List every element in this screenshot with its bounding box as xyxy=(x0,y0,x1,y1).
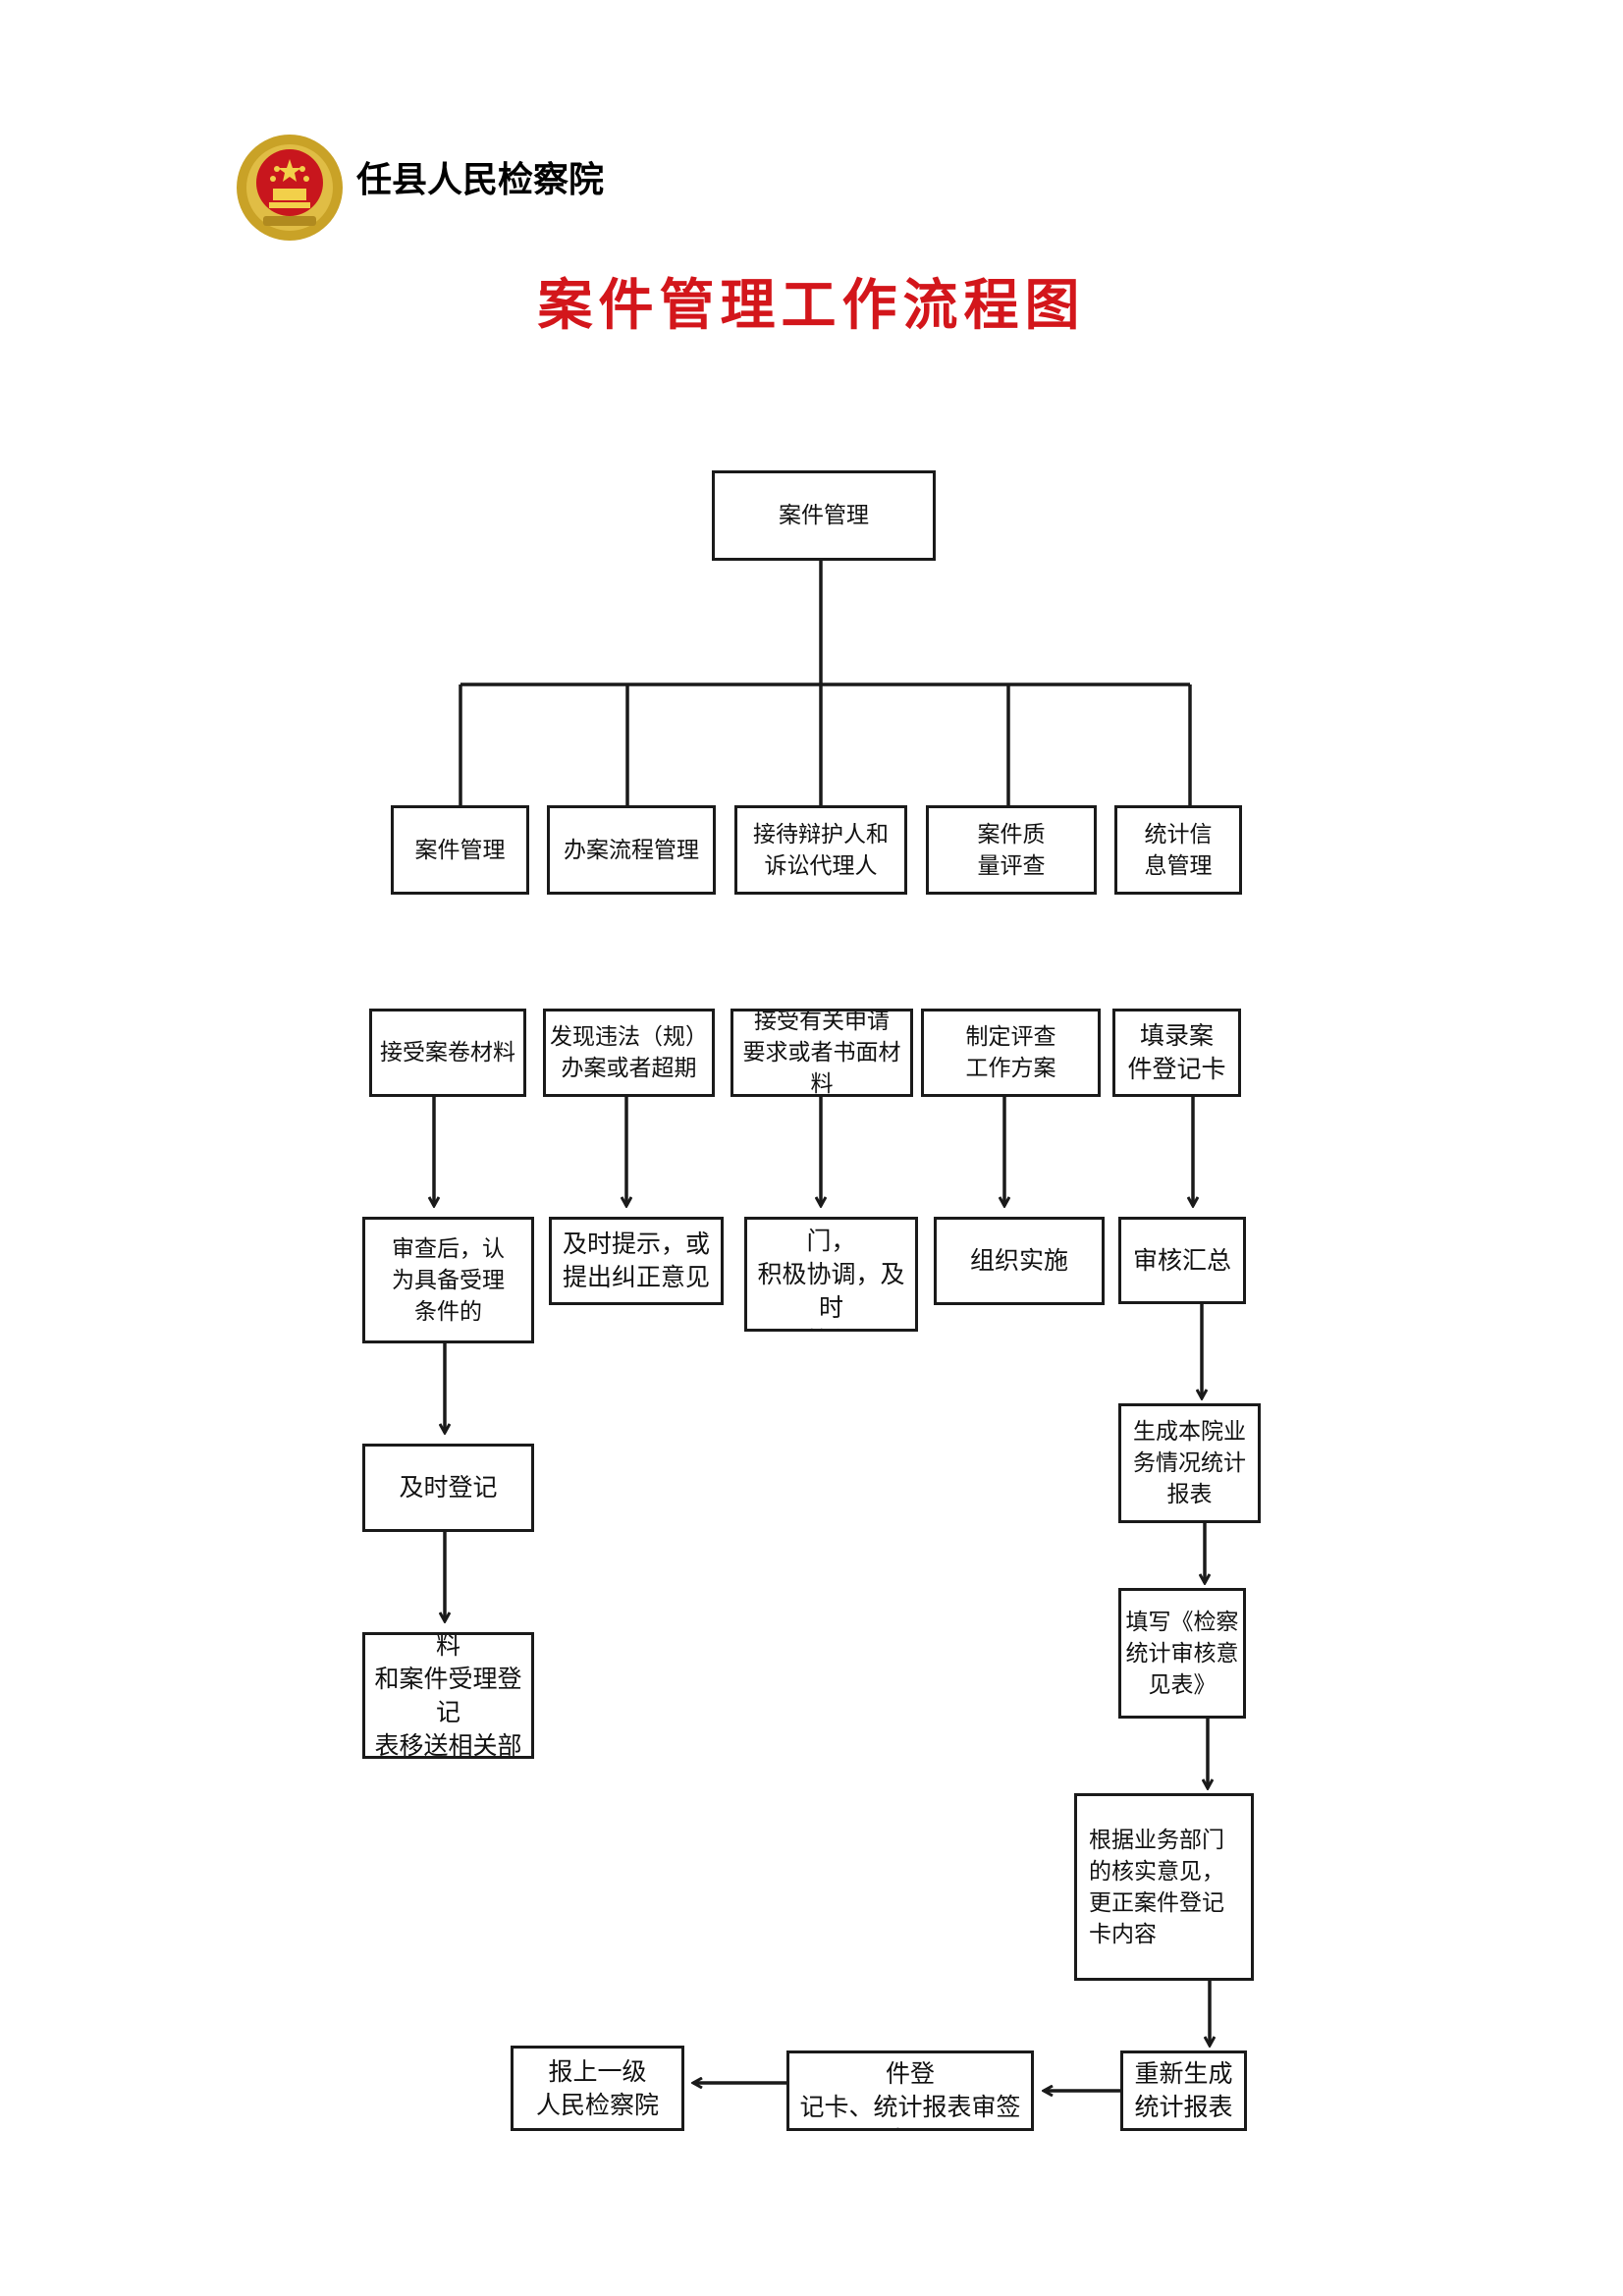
node-category-5: 统计信息管理 xyxy=(1114,805,1242,895)
node-category-1: 案件管理 xyxy=(391,805,529,895)
node-c4-1: 制定评查工作方案 xyxy=(921,1009,1101,1097)
node-bottom-2: 报上一级人民检察院 xyxy=(511,2046,684,2131)
node-c3-2: 联系办案部门，积极协调，及时答复 xyxy=(744,1217,918,1332)
node-c1-3: 及时登记 xyxy=(362,1444,534,1532)
node-c5-6: 重新生成统计报表 xyxy=(1120,2050,1247,2131)
node-c2-2: 及时提示，或提出纠正意见 xyxy=(549,1217,724,1305)
node-c5-5: 根据业务部门的核实意见，更正案件登记卡内容 xyxy=(1074,1793,1254,1981)
node-category-2: 办案流程管理 xyxy=(547,805,716,895)
procuratorate-emblem-icon xyxy=(237,135,343,241)
page-title: 案件管理工作流程图 xyxy=(537,274,1086,338)
node-c1-1: 接受案卷材料 xyxy=(369,1009,526,1097)
node-c5-3: 生成本院业务情况统计报表 xyxy=(1118,1403,1261,1523)
node-c3-1: 接受有关申请要求或者书面材料 xyxy=(730,1009,913,1097)
org-name: 任县人民检察院 xyxy=(356,159,605,200)
node-c2-1: 发现违法（规）办案或者超期 xyxy=(543,1009,715,1097)
node-c1-4: 立即将案卷材料和案件受理登记表移送相关部门 xyxy=(362,1632,534,1759)
node-c1-2: 审查后，认为具备受理条件的 xyxy=(362,1217,534,1343)
node-c5-4: 填写《检察统计审核意见表》 xyxy=(1118,1588,1246,1719)
node-root: 案件管理 xyxy=(712,470,936,561)
header: 任县人民检察院 xyxy=(234,132,744,241)
node-c5-1: 填录案件登记卡 xyxy=(1112,1009,1241,1097)
node-c5-2: 审核汇总 xyxy=(1118,1217,1246,1304)
node-c4-2: 组织实施 xyxy=(934,1217,1105,1305)
node-bottom-1: 填写《人民检察院案件登记卡、统计报表审签表》 xyxy=(786,2050,1034,2131)
node-category-3: 接待辩护人和诉讼代理人 xyxy=(734,805,907,895)
node-category-4: 案件质量评查 xyxy=(926,805,1097,895)
